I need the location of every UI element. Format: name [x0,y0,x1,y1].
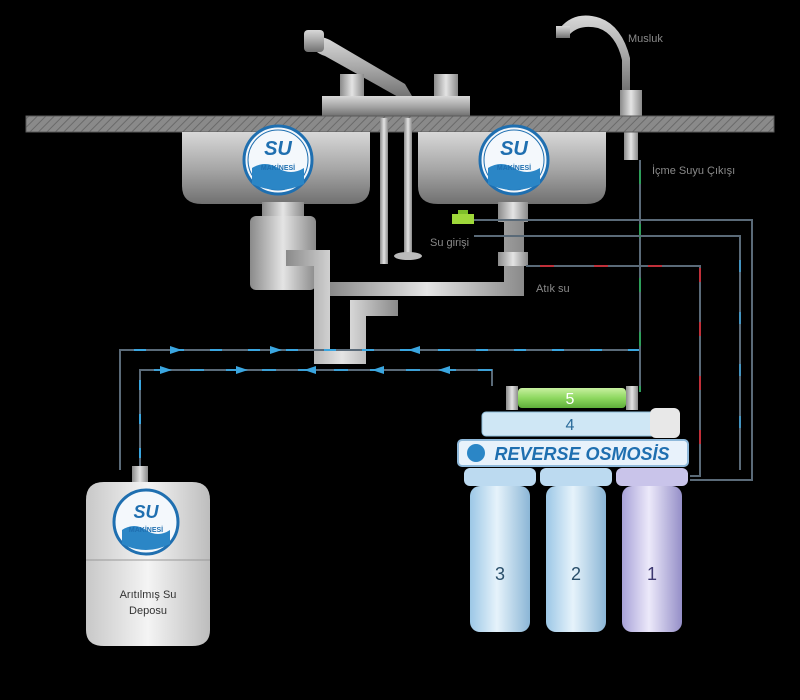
feed-valve [452,210,474,224]
feed-water-label: Su girişi [430,237,469,249]
tank-label-line2: Deposu [129,605,167,617]
faucet-label: Musluk [628,33,663,45]
filter-housing-3: 3 [464,468,536,632]
filter-housing-1: 1 [616,468,688,632]
storage-tank: SU MAKİNESİ Arıtılmış Su Deposu [86,466,210,646]
sink-logo-left: SU MAKİNESİ [242,124,314,196]
filter-housing-2: 2 [540,468,612,632]
reverse-osmosis-banner: REVERSE OSMOSİS [457,439,689,467]
stage-1-number: 1 [647,564,657,584]
drinking-water-faucet [556,15,642,160]
stage-4-carbon: 4 [481,408,680,438]
stage-2-number: 2 [571,564,581,584]
stage-4-number: 4 [566,417,575,434]
logo-top-text: SU [500,138,528,160]
sink-logo-right: SU MAKİNESİ [478,124,550,196]
flow-arrows [160,346,450,374]
kitchen-faucet [304,30,470,116]
logo-bottom-text: MAKİNESİ [129,526,163,534]
logo-bottom-text: MAKİNESİ [261,164,295,172]
logo-top-text: SU [133,502,159,522]
stage-5-number: 5 [566,391,575,408]
logo-top-text: SU [264,138,292,160]
logo-bottom-text: MAKİNESİ [497,164,531,172]
supply-pipe [380,118,388,264]
tank-label-line1: Arıtılmış Su [120,589,177,601]
drinking-outlet-label: İçme Suyu Çıkışı [652,164,735,177]
banner-text: REVERSE OSMOSİS [494,444,669,464]
stage-3-number: 3 [495,564,505,584]
stage-5-membrane: 5 [506,386,638,410]
waste-water-label: Atık su [536,283,570,295]
countertop [25,115,775,133]
